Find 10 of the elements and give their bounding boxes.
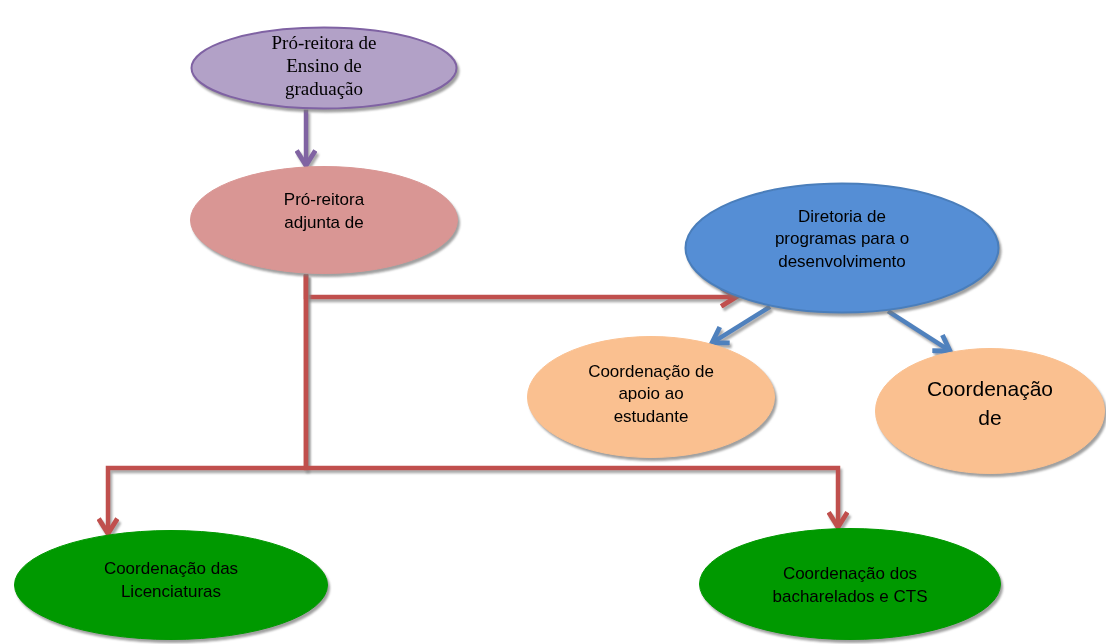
connector-arrow [303, 274, 850, 530]
node-label: Pró-reitora adjunta de [282, 189, 366, 234]
node-label: Coordenação das Licenciaturas [102, 558, 240, 603]
node-label: Coordenação de apoio ao estudante [587, 360, 715, 429]
connector-arrow [886, 309, 953, 354]
node-label: Coordenação dos bacharelados e CTS [771, 563, 929, 608]
node-label: Coordenação de [925, 375, 1055, 431]
connector-arrow [294, 109, 318, 168]
node-label: Diretoria de programas para o desenvolvimento [773, 205, 911, 274]
node-label: Pró-reitora de Ensino de graduação [270, 32, 378, 101]
